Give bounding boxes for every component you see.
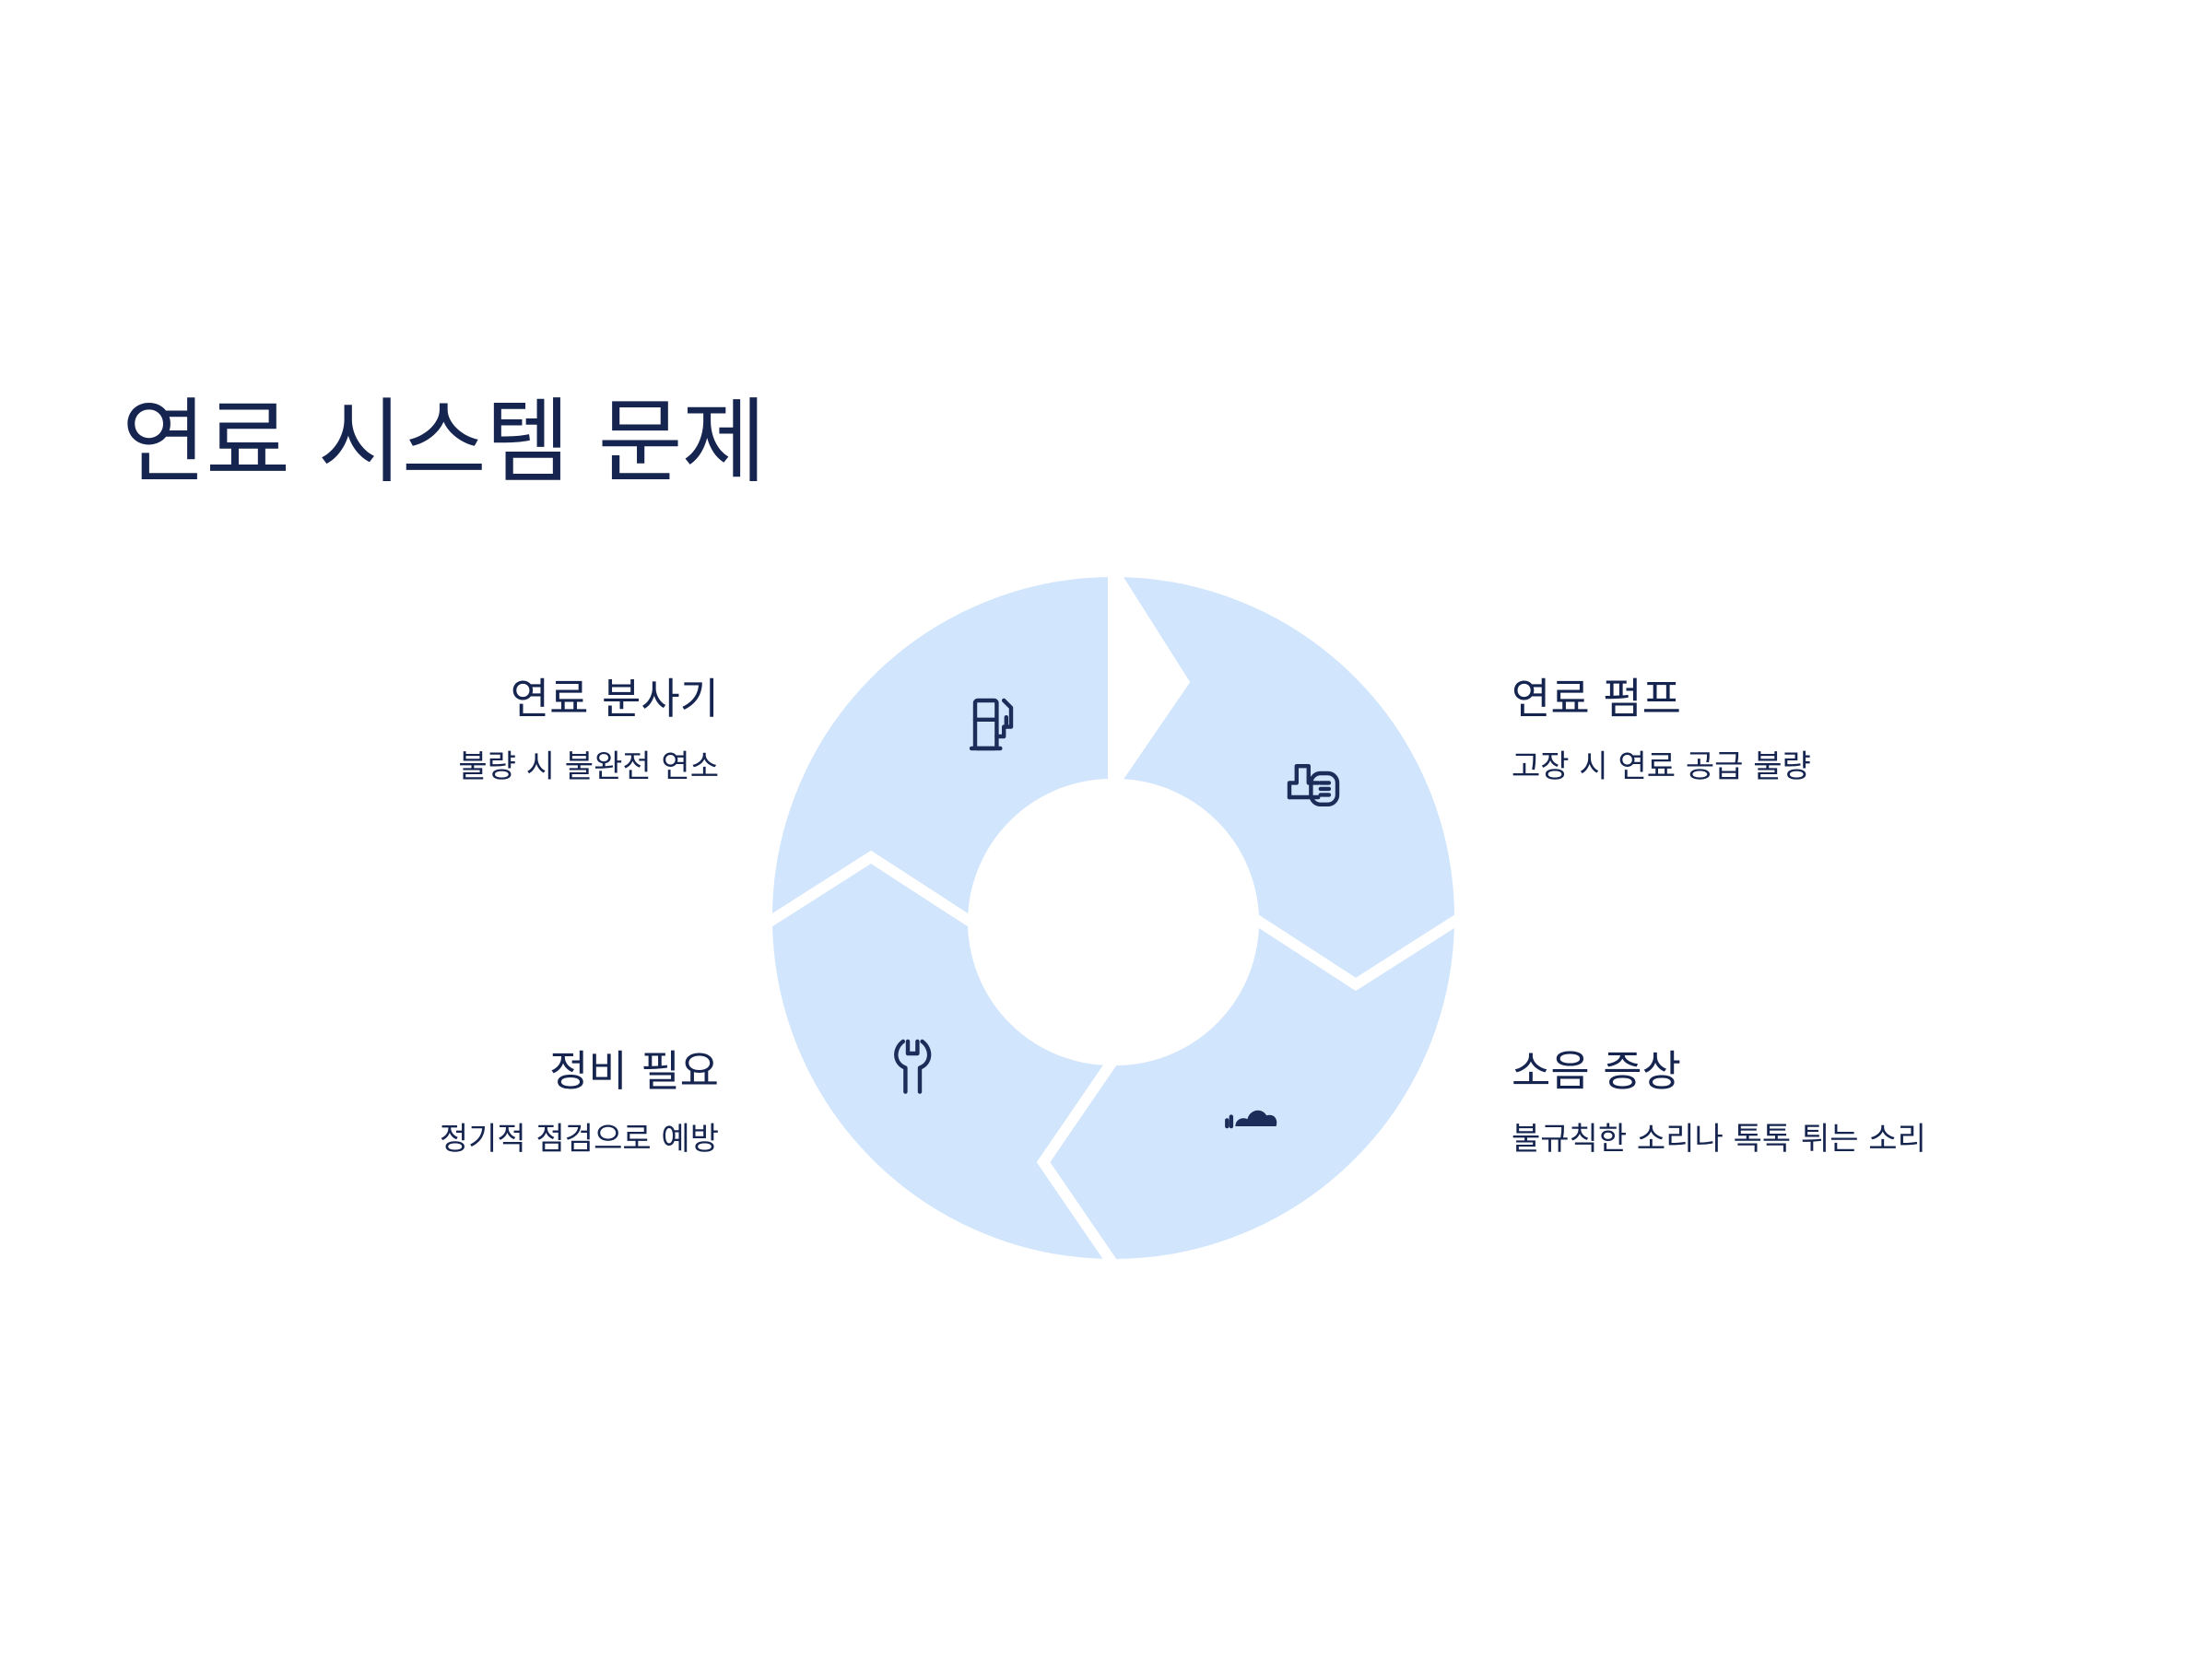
label-maintenance-title: 정비 필요 bbox=[549, 1046, 719, 1096]
segment-top-left bbox=[760, 565, 1119, 935]
page-title: 연료 시스템 문제 bbox=[122, 388, 767, 496]
label-maintenance: 정비 필요 정기적 점검으로 예방 bbox=[55, 1045, 719, 1159]
label-maintenance-desc: 정기적 점검으로 예방 bbox=[439, 1120, 719, 1158]
label-noise-symptom-desc: 불규칙한 소리나 톡톡 튀는 소리 bbox=[1512, 1120, 1926, 1158]
fuel-pump-icon bbox=[969, 698, 1014, 751]
cloud-icon bbox=[1225, 1110, 1277, 1129]
factory-icon bbox=[1287, 763, 1340, 807]
label-fuel-injector: 연료 분사기 불량 시 불완전 연소 bbox=[55, 673, 719, 787]
label-fuel-pump: 연료 펌프 고장 시 연료 공급 불량 bbox=[1512, 673, 2175, 787]
label-fuel-pump-title: 연료 펌프 bbox=[1512, 674, 1681, 724]
segment-top-right bbox=[1102, 565, 1466, 992]
wrench-icon bbox=[894, 1039, 932, 1094]
label-noise-symptom-title: 소음 증상 bbox=[1512, 1046, 1681, 1096]
segment-bottom-right bbox=[1036, 907, 1466, 1271]
label-fuel-pump-desc: 고장 시 연료 공급 불량 bbox=[1512, 747, 1811, 785]
label-fuel-injector-title: 연료 분사기 bbox=[510, 674, 719, 724]
label-fuel-injector-desc: 불량 시 불완전 연소 bbox=[458, 747, 719, 785]
label-noise-symptom: 소음 증상 불규칙한 소리나 톡톡 튀는 소리 bbox=[1512, 1045, 2175, 1159]
segment-bottom-left bbox=[760, 850, 1124, 1271]
